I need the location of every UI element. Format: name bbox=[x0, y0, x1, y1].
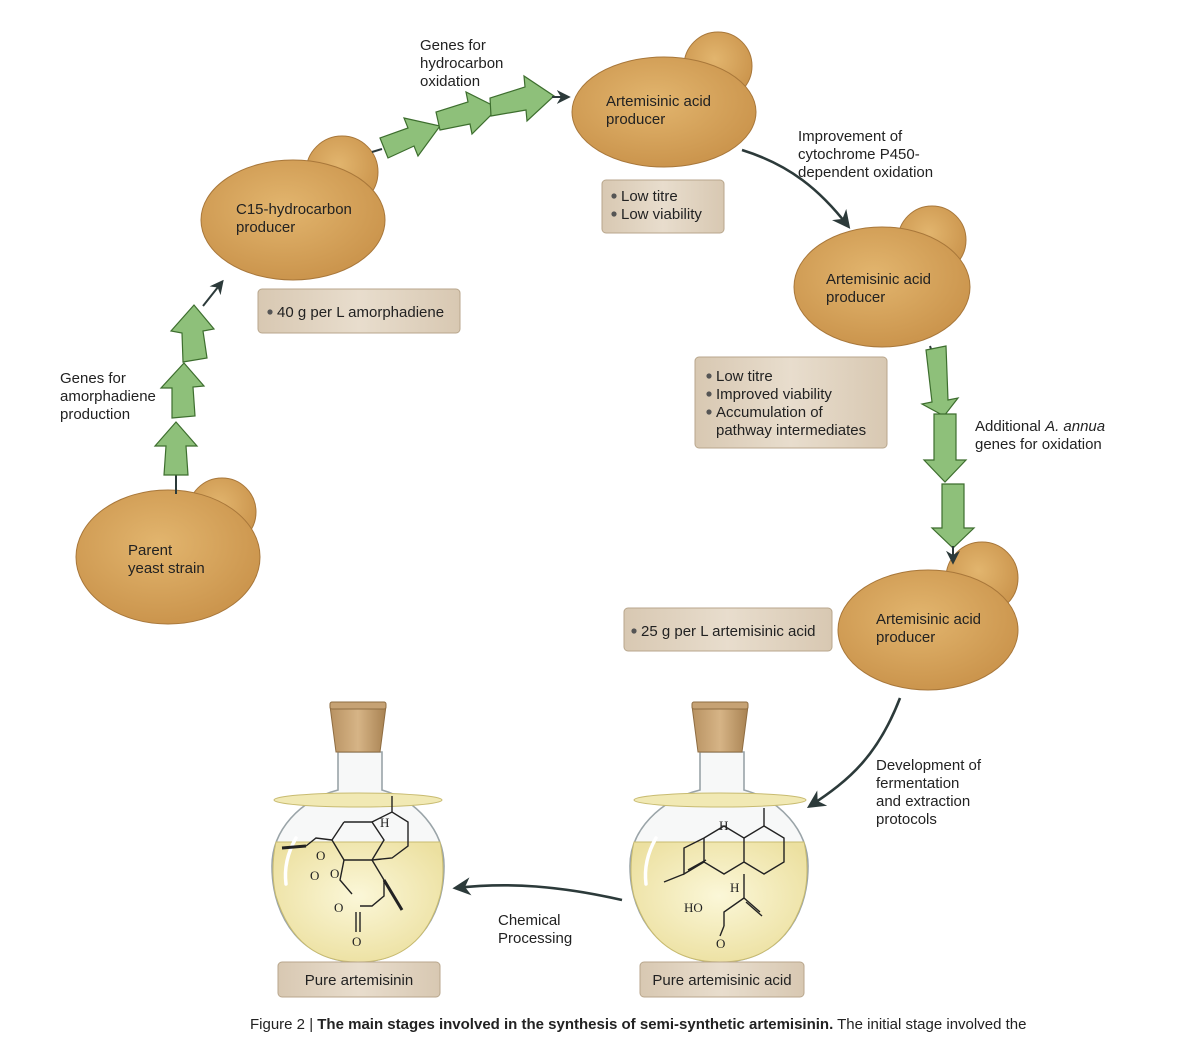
bullet-dot bbox=[706, 391, 712, 397]
text-line: and extraction bbox=[876, 793, 970, 810]
box-amorphadiene: 40 g per L amorphadiene bbox=[257, 288, 461, 334]
arrow-fermentation bbox=[806, 697, 902, 808]
text-line: amorphadiene bbox=[60, 388, 156, 405]
cork-artemisinic-acid bbox=[691, 705, 749, 753]
arrow-chemical-processing bbox=[452, 877, 623, 902]
bullet-dot bbox=[706, 409, 712, 415]
text-line: Improvement of bbox=[798, 128, 903, 145]
text-line: fermentation bbox=[876, 775, 959, 792]
mol-artemisinin-h: H bbox=[380, 815, 389, 830]
text-line: production bbox=[60, 406, 130, 423]
molecule-artemisinin bbox=[281, 796, 409, 932]
caption-text: The initial stage involved the bbox=[833, 1016, 1027, 1033]
mol-artemisinin-o1: O bbox=[316, 848, 325, 863]
box-line: Improved viability bbox=[716, 386, 832, 403]
box-line: pathway intermediates bbox=[716, 422, 866, 439]
gene-arrows-amorphadiene bbox=[153, 279, 224, 494]
mol-artemisinin-o5: O bbox=[352, 934, 361, 949]
text-line: Chemical bbox=[498, 912, 561, 929]
caption-title: The main stages involved in the synthesi… bbox=[317, 1016, 834, 1033]
annua-italic: A. annua bbox=[1044, 418, 1105, 435]
mol-acid-h2: H bbox=[730, 880, 739, 895]
mol-acid-ho: HO bbox=[684, 900, 703, 915]
box-line: Low viability bbox=[621, 206, 702, 223]
text-line: producer bbox=[236, 219, 295, 236]
box-line: 25 g per L artemisinic acid bbox=[641, 623, 816, 640]
molecule-artemisinic-acid bbox=[663, 808, 785, 937]
flask-artemisinin-label: Pure artemisinin bbox=[305, 972, 413, 989]
flask-artemisinin: H O O O O O Pure artemisinin bbox=[271, 701, 445, 998]
text-line: Processing bbox=[498, 930, 572, 947]
text-line: producer bbox=[826, 289, 885, 306]
annua-prefix: Additional bbox=[975, 418, 1041, 435]
figure-caption: Figure 2 | The main stages involved in t… bbox=[250, 1016, 1026, 1033]
bullet-dot bbox=[631, 628, 637, 634]
mol-acid-h1: H bbox=[719, 818, 728, 833]
text-line: yeast strain bbox=[128, 560, 205, 577]
text-line: Genes for bbox=[420, 37, 486, 54]
text-line: Artemisinic acid bbox=[606, 93, 711, 110]
box-line: Low titre bbox=[716, 368, 773, 385]
box-amorphadiene-text: 40 g per L amorphadiene bbox=[277, 304, 444, 321]
text-line: oxidation bbox=[420, 73, 480, 90]
text-line: producer bbox=[876, 629, 935, 646]
mol-artemisinin-o3: O bbox=[310, 868, 319, 883]
annua-line2: genes for oxidation bbox=[975, 436, 1102, 453]
mol-artemisinin-o2: O bbox=[330, 866, 339, 881]
text-line: protocols bbox=[876, 811, 937, 828]
text-line: Parent bbox=[128, 542, 173, 559]
box-aa3-text: 25 g per L artemisinic acid bbox=[641, 623, 816, 640]
text-line: dependent oxidation bbox=[798, 164, 933, 181]
gene-arrows-hydrocarbon bbox=[371, 74, 571, 159]
text-line: producer bbox=[606, 111, 665, 128]
cork-artemisinin bbox=[329, 705, 387, 753]
flask-artemisinic-acid: H H HO O Pure artemisinic acid bbox=[629, 701, 809, 998]
text-line: Artemisinic acid bbox=[876, 611, 981, 628]
bullet-dot bbox=[706, 373, 712, 379]
box-line: Low titre bbox=[621, 188, 678, 205]
arrow-p450-improvement bbox=[741, 148, 851, 229]
gene-arrows-annua bbox=[920, 345, 976, 565]
bullet-dot bbox=[267, 309, 273, 315]
box-line: 40 g per L amorphadiene bbox=[277, 304, 444, 321]
mol-acid-o: O bbox=[716, 936, 725, 951]
bullet-dot bbox=[611, 211, 617, 217]
text-line: C15-hydrocarbon bbox=[236, 201, 352, 218]
text-line: cytochrome P450- bbox=[798, 146, 920, 163]
flask-artemisinic-acid-label: Pure artemisinic acid bbox=[652, 972, 791, 989]
mol-artemisinin-o4: O bbox=[334, 900, 343, 915]
text-line: Genes for bbox=[60, 370, 126, 387]
bullet-dot bbox=[611, 193, 617, 199]
text-line: Development of bbox=[876, 757, 982, 774]
text-line: Artemisinic acid bbox=[826, 271, 931, 288]
text-line: hydrocarbon bbox=[420, 55, 503, 72]
label-annua-genes: Additional A. annua genes for oxidation bbox=[975, 418, 1109, 453]
caption-prefix: Figure 2 | bbox=[250, 1016, 318, 1033]
box-aa3: 25 g per L artemisinic acid bbox=[623, 607, 833, 652]
box-line: Accumulation of bbox=[716, 404, 824, 421]
